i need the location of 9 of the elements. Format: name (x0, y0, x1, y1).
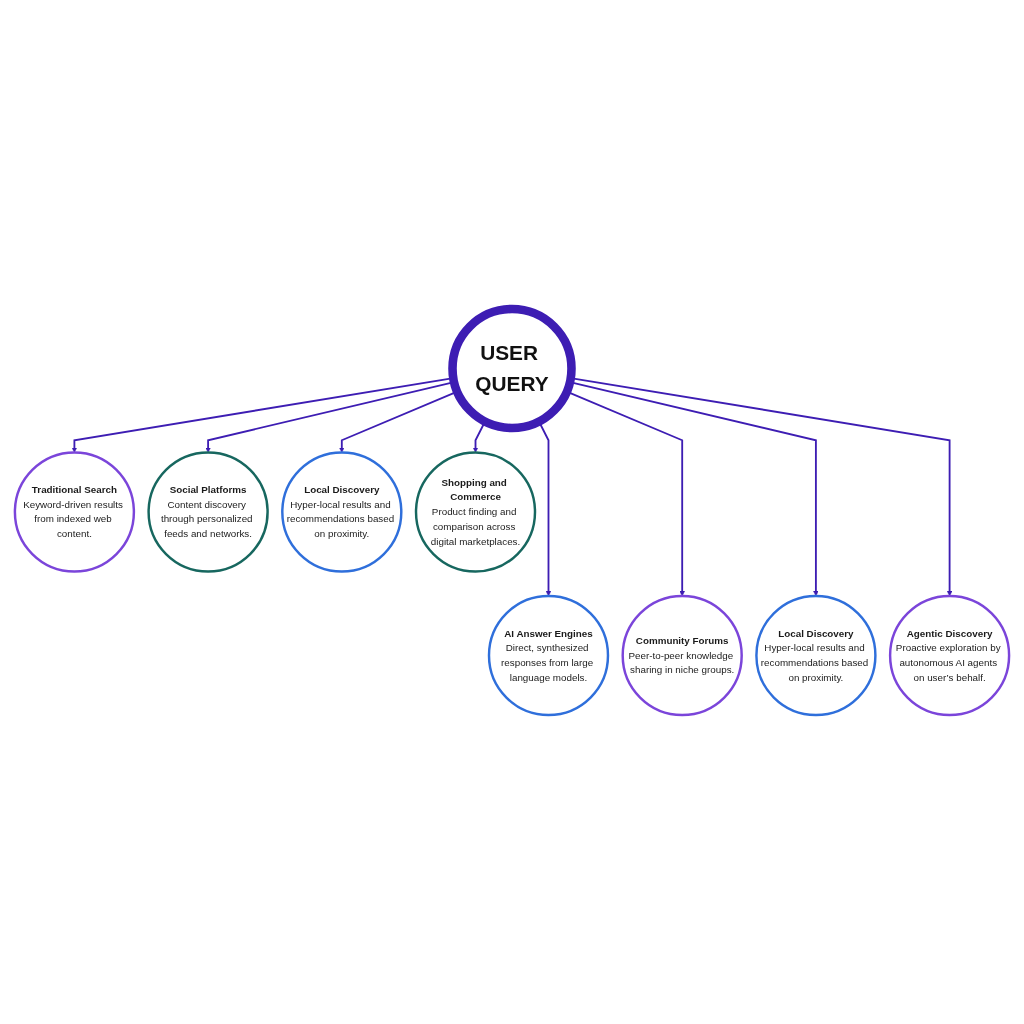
node-circle: AI Answer Engines Direct, synthesized responses from large language models. (487, 594, 610, 717)
node-circle: Community Forums Peer-to-peer knowledge sharing in niche groups. (621, 594, 743, 717)
node-circle: Social Platforms Content discovery through personalized feeds and networks. (147, 451, 269, 573)
node-circle: USER QUERY (448, 304, 576, 433)
node-circle: Shopping and Commerce Product finding and comparison across digital marketplaces. (414, 451, 537, 573)
node-circle: Traditional Search Keyword-driven results from indexed web content. (13, 451, 136, 573)
node-circle: Agentic Discovery Proactive exploration by autonomous AI agents on user’s behalf. (888, 594, 1011, 717)
node-circle: Local Discovery Hyper-local results and recommendations based on proximity. (755, 594, 877, 717)
node-circle: Local Discovery Hyper-local results and recommendations based on proximity. (281, 451, 403, 573)
